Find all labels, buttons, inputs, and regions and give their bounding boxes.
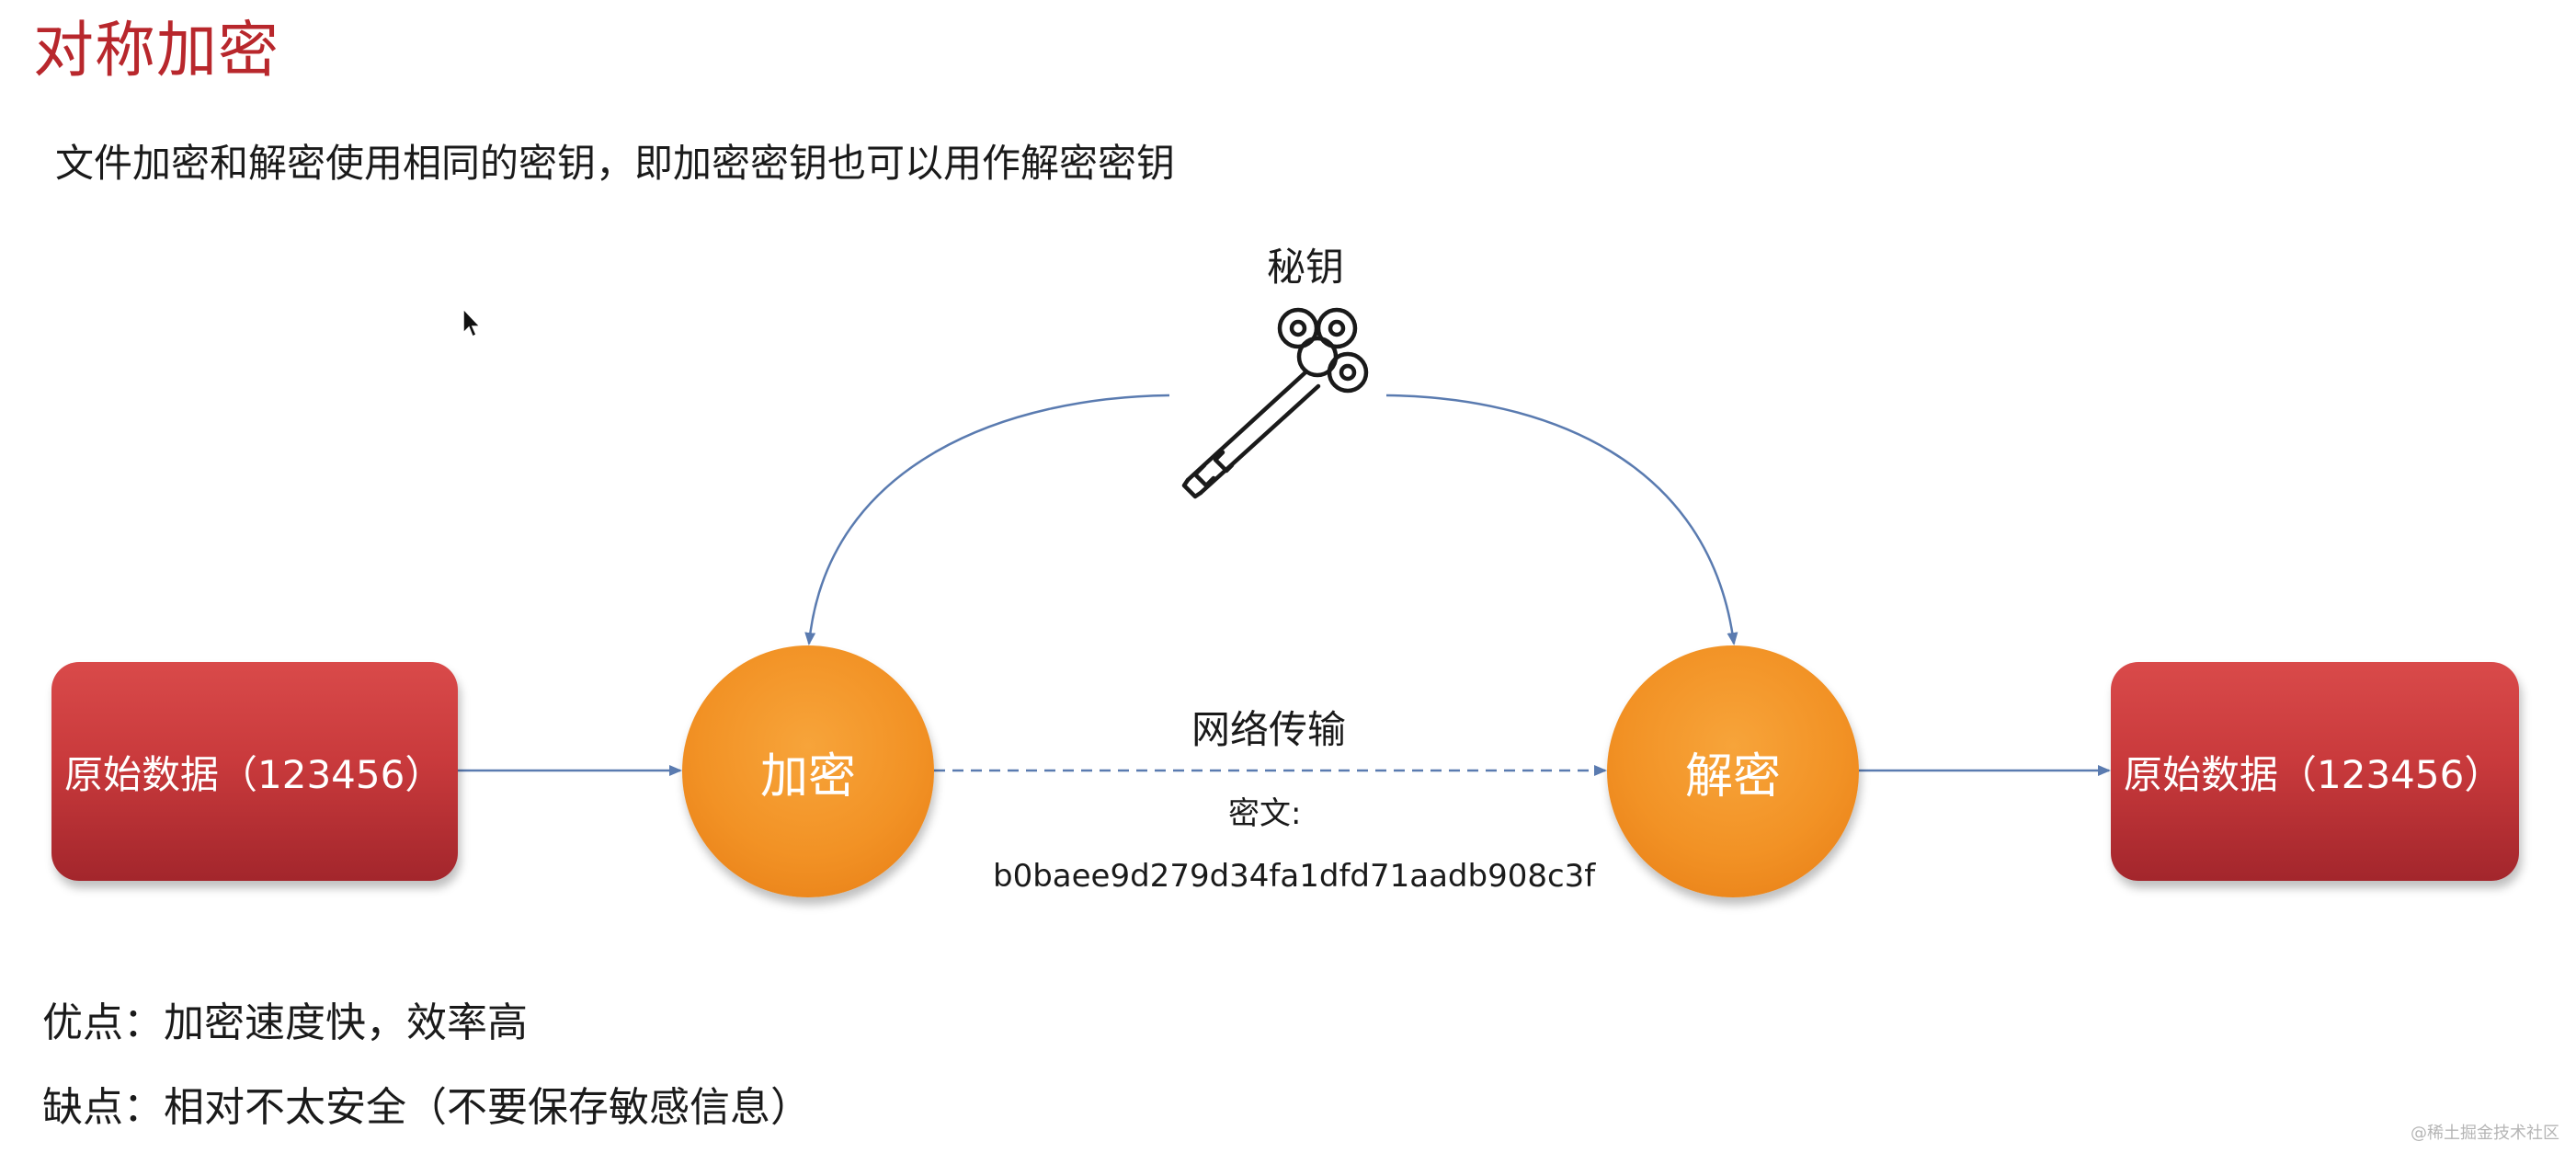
encrypt-node: 加密: [682, 645, 934, 897]
pros-text: 优点：加密速度快，效率高: [42, 999, 528, 1046]
target-data-box: 原始数据（123456）: [2111, 662, 2519, 881]
source-data-box: 原始数据（123456）: [51, 662, 458, 881]
key-icon: [1181, 307, 1369, 499]
target-data-label: 原始数据（123456）: [2124, 751, 2503, 797]
key-label: 秘钥: [1267, 245, 1345, 290]
decrypt-node: 解密: [1607, 645, 1859, 897]
watermark: @稀土掘金技术社区: [2411, 1124, 2559, 1143]
network-transfer-label: 网络传输: [1191, 707, 1347, 752]
key-to-encrypt-arrow: [804, 394, 1170, 645]
page-title: 对称加密: [33, 15, 279, 86]
page-subtitle: 文件加密和解密使用相同的密钥，即加密密钥也可以用作解密密钥: [55, 141, 1176, 186]
source-data-label: 原始数据（123456）: [64, 751, 444, 797]
cons-text: 缺点：相对不太安全（不要保存敏感信息）: [42, 1084, 811, 1131]
ciphertext-label: 密文:: [1228, 795, 1302, 832]
key-to-decrypt-arrow: [1385, 394, 1738, 645]
ciphertext-value: b0baee9d279d34fa1dfd71aadb908c3f: [993, 858, 1596, 895]
decrypt-label: 解密: [1684, 748, 1781, 805]
cursor-icon: [462, 307, 482, 338]
encrypt-label: 加密: [759, 748, 856, 805]
